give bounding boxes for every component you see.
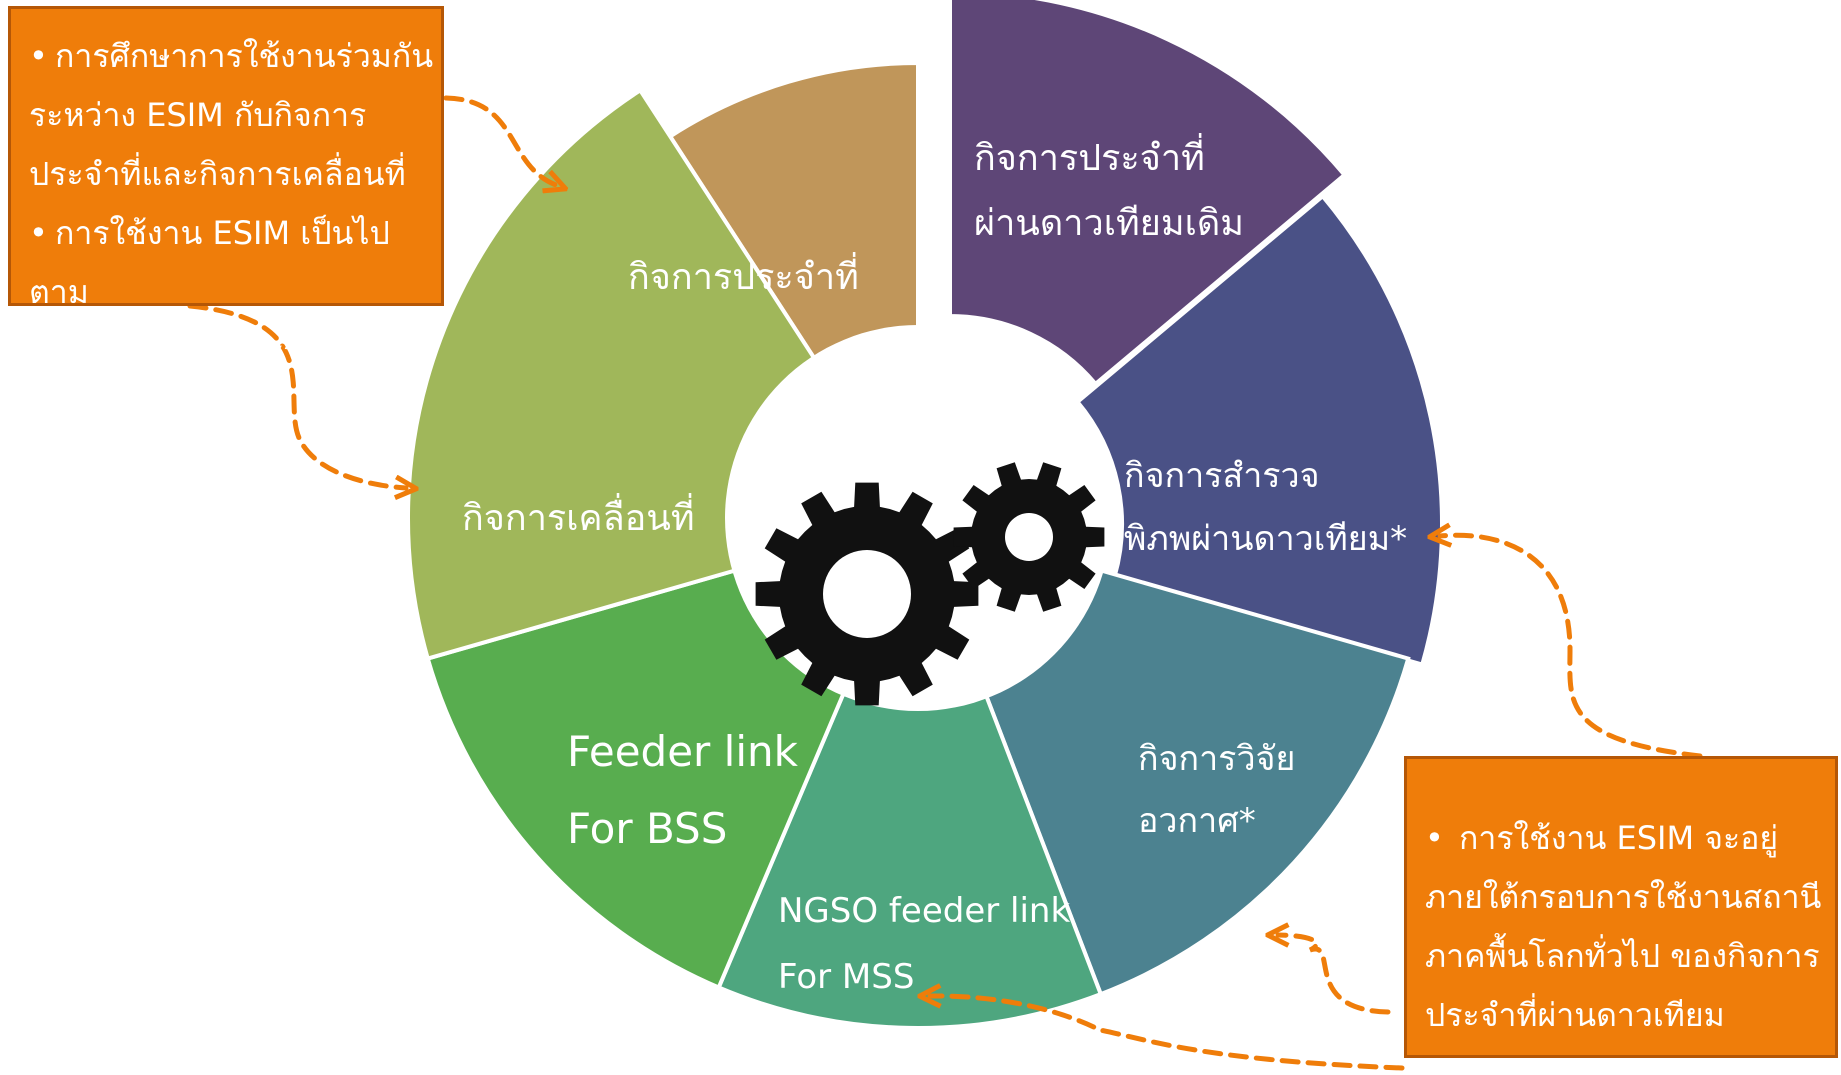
bullet-icon: • bbox=[29, 214, 48, 252]
callout-text: การศึกษาการใช้งานร่วมกัน bbox=[55, 37, 434, 75]
segment-fixed-satellite-existing bbox=[948, 0, 1348, 387]
callout-text: ประจำที่ผ่านดาวเทียม bbox=[1425, 996, 1725, 1034]
label-space-research-line2: อวกาศ* bbox=[1138, 801, 1256, 841]
label-fixed-satellite-existing-line1: กิจการประจำที่ bbox=[974, 133, 1205, 179]
callout-text: การใช้งาน ESIM จะอยู่ bbox=[1459, 819, 1779, 857]
callout-text: ประจำที่และกิจการเคลื่อนที่ bbox=[29, 155, 406, 193]
large-gear-hole bbox=[823, 550, 911, 638]
callout-top-left-item-2: •การใช้งาน ESIM เป็นไปตาม ข้อบังคับวิทยุ… bbox=[29, 204, 441, 381]
callout-text: ข้อบังคับวิทยุมาตรา 21 bbox=[29, 332, 352, 370]
label-fixed-service: กิจการประจำที่ bbox=[628, 252, 859, 298]
callout-text: ภาคพื้นโลกทั่วไป ของกิจการ bbox=[1425, 937, 1820, 975]
callout-text: ระหว่าง ESIM กับกิจการ bbox=[29, 96, 367, 134]
callout-earth-station-framework: • การใช้งาน ESIM จะอยู่ ภายใต้กรอบการใช้ง… bbox=[1404, 756, 1838, 1058]
callout-fixed-mobile-study: •การศึกษาการใช้งานร่วมกัน ระหว่าง ESIM ก… bbox=[8, 6, 444, 370]
label-earth-exploration-line1: กิจการสำรวจ bbox=[1124, 456, 1320, 496]
bullet-icon: • bbox=[29, 37, 48, 75]
segment-earth-exploration-satellite bbox=[1074, 193, 1444, 668]
bullet-icon: • bbox=[1425, 819, 1444, 857]
small-gear-hole bbox=[1005, 513, 1053, 561]
label-ngso-feeder-link-line2: For MSS bbox=[778, 957, 914, 997]
label-ngso-feeder-link-line1: NGSO feeder link bbox=[778, 891, 1070, 931]
label-fixed-satellite-existing-line2: ผ่านดาวเทียมเดิม bbox=[974, 203, 1244, 244]
label-feeder-link-bss-line1: Feeder link bbox=[567, 727, 799, 776]
label-mobile-service: กิจการเคลื่อนที่ bbox=[462, 493, 695, 539]
arrow-to-space-research bbox=[1278, 935, 1391, 1015]
callout-top-left-item-1: •การศึกษาการใช้งานร่วมกัน ระหว่าง ESIM ก… bbox=[29, 27, 441, 204]
wheel-segments bbox=[406, 0, 1444, 1030]
arrow-to-earth-exploration bbox=[1440, 535, 1703, 759]
callout-text: การใช้งาน ESIM เป็นไปตาม bbox=[29, 214, 390, 311]
arrow-to-mobile-service bbox=[187, 303, 406, 488]
label-space-research-line1: กิจการวิจัย bbox=[1138, 739, 1295, 779]
label-earth-exploration-line2: พิภพผ่านดาวเทียม* bbox=[1124, 519, 1407, 559]
callout-bottom-right-item-1: • การใช้งาน ESIM จะอยู่ ภายใต้กรอบการใช้ง… bbox=[1425, 809, 1835, 1045]
label-feeder-link-bss-line2: For BSS bbox=[567, 804, 727, 853]
gears-icon bbox=[755, 462, 1105, 706]
arrow-to-fixed-service bbox=[443, 95, 556, 185]
arrow-to-ngso-feeder-link bbox=[930, 996, 1405, 1071]
callout-text: ภายใต้กรอบการใช้งานสถานี bbox=[1425, 878, 1822, 916]
